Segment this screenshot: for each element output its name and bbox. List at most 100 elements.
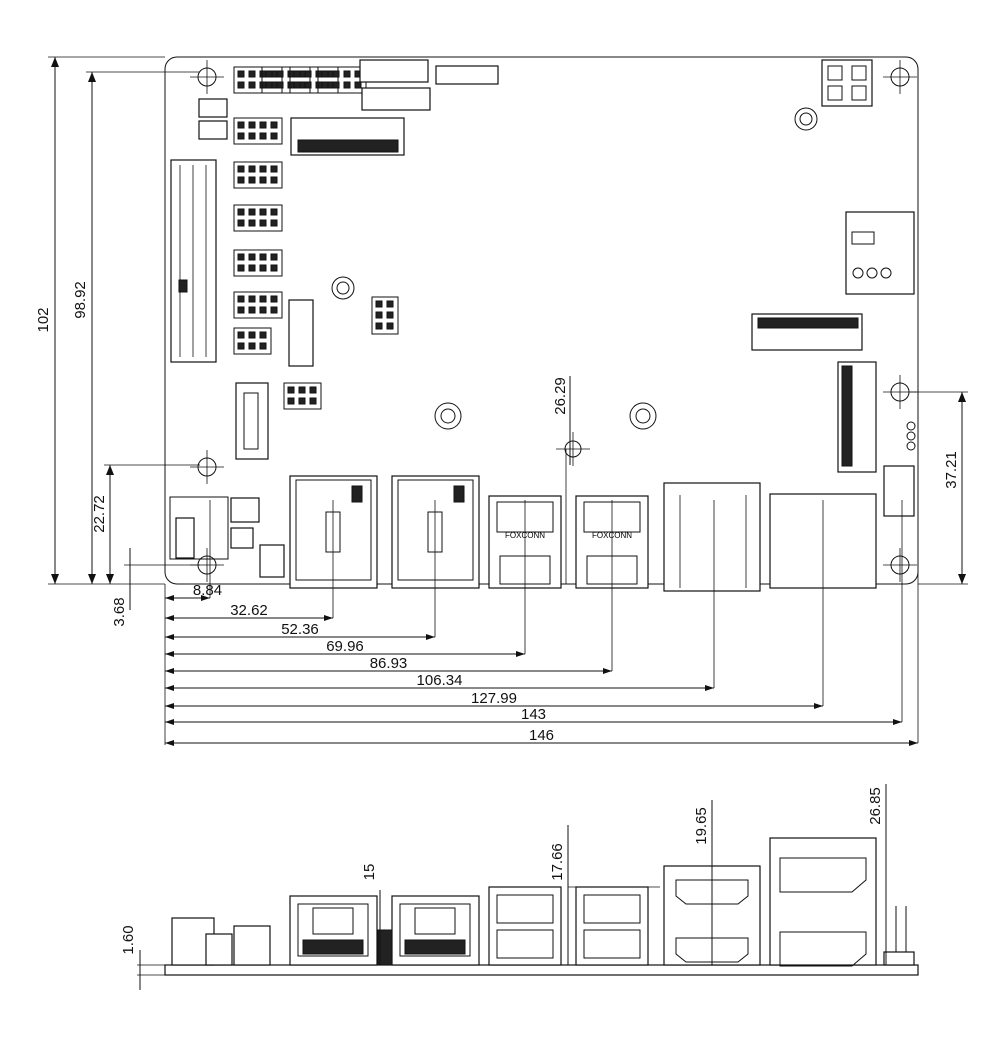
pin-header-9 [233,327,272,355]
dim-arrow [516,651,525,657]
dim-pcb-thickness: 1.60 [120,925,137,954]
dim-arrow [165,634,174,640]
header-pin [248,165,256,173]
header-pin [248,219,256,227]
header-pin [276,70,284,78]
header-pin [386,300,394,308]
header-pin [270,253,278,261]
header-pin [259,176,267,184]
header-pin [265,81,273,89]
header-pin [248,331,256,339]
rj45-side-2 [391,895,480,966]
header-pin [309,397,317,405]
header-pin [248,132,256,140]
dim-port-offset-7: 143 [521,706,546,723]
dim-arrow [814,703,823,709]
dim-arrow [165,685,174,691]
dim-port-offset-1: 32.62 [230,602,268,619]
header-pin [259,132,267,140]
header-pin [237,81,245,89]
top-view: FOXCONN FOXCONN [35,56,968,746]
dc-jack-side [171,917,271,966]
fan-connectors [198,98,228,140]
dim-arrow [893,719,902,725]
header-pin [287,70,295,78]
header-pin [259,264,267,272]
header-pin [265,70,273,78]
header-pin [248,81,256,89]
header-pin [321,81,329,89]
dim-arrow [165,703,174,709]
standoffs [331,107,818,430]
header-pin [386,322,394,330]
dim-arrow [909,740,918,746]
header-pin [354,81,362,89]
dim-arrow [165,651,174,657]
pin-header-10 [283,382,322,410]
pin-header-1 [261,66,311,94]
header-pin [343,70,351,78]
dim-hole-height: 98.92 [72,281,89,319]
header-pin [259,70,267,78]
dim-right-hole-height: 37.21 [943,451,960,489]
pin-header-6 [233,204,283,232]
header-pin [248,306,256,314]
dim-rj45-height: 15 [361,864,378,881]
pin-header-4 [233,117,283,145]
header-pin [248,176,256,184]
dim-arrow [603,668,612,674]
header-pin [248,253,256,261]
dim-mid-hole-offset: 26.29 [552,377,569,415]
dim-left-hole-height: 22.72 [91,495,108,533]
header-pin [259,295,267,303]
header-pin [270,295,278,303]
header-pin [248,121,256,129]
header-pin [270,121,278,129]
dim-port-offset-8: 146 [529,727,554,744]
dim-port-offset-6: 127.99 [471,690,517,707]
power-connector [821,59,873,107]
dim-arrow [165,595,174,601]
header-pin [237,132,245,140]
header-pin [237,331,245,339]
pin-header-7 [233,249,283,277]
header-pin [304,70,312,78]
header-pin [237,306,245,314]
header-pin [259,219,267,227]
mounting-hole-center [556,432,590,466]
mounting-hole-left-mid [190,450,224,484]
rj45-port-2 [391,475,480,589]
dim-arrow [165,740,174,746]
pin-header-8 [233,291,283,319]
header-pin [298,397,306,405]
header-pin [293,70,301,78]
dim-port-offset-0: 8.84 [193,582,222,599]
header-pin [332,70,340,78]
hdmi-port-top [663,482,761,592]
dim-port-offset-2: 52.36 [281,621,319,638]
pin-header-5 [233,161,283,189]
dim-hole-offset: 3.68 [111,597,128,626]
dim-arrow [165,719,174,725]
header-pin [259,121,267,129]
pin-header-0 [233,66,283,94]
header-pin [332,81,340,89]
right-pin-header-side [883,906,915,966]
header-pin [259,342,267,350]
dim-usb-height: 17.66 [549,843,566,881]
side-view: 1.60 15 17.66 19.65 26.85 [120,784,919,990]
header-pin [259,81,267,89]
header-pin [237,121,245,129]
dp-side [769,837,877,967]
header-pin [237,342,245,350]
dimension-lines-side [139,784,887,990]
header-pin [276,81,284,89]
header-pin [248,208,256,216]
top-right-connector [359,59,499,111]
header-pin [315,70,323,78]
header-pin [270,132,278,140]
dim-arrow [426,634,435,640]
rj45-port-1 [289,475,378,589]
